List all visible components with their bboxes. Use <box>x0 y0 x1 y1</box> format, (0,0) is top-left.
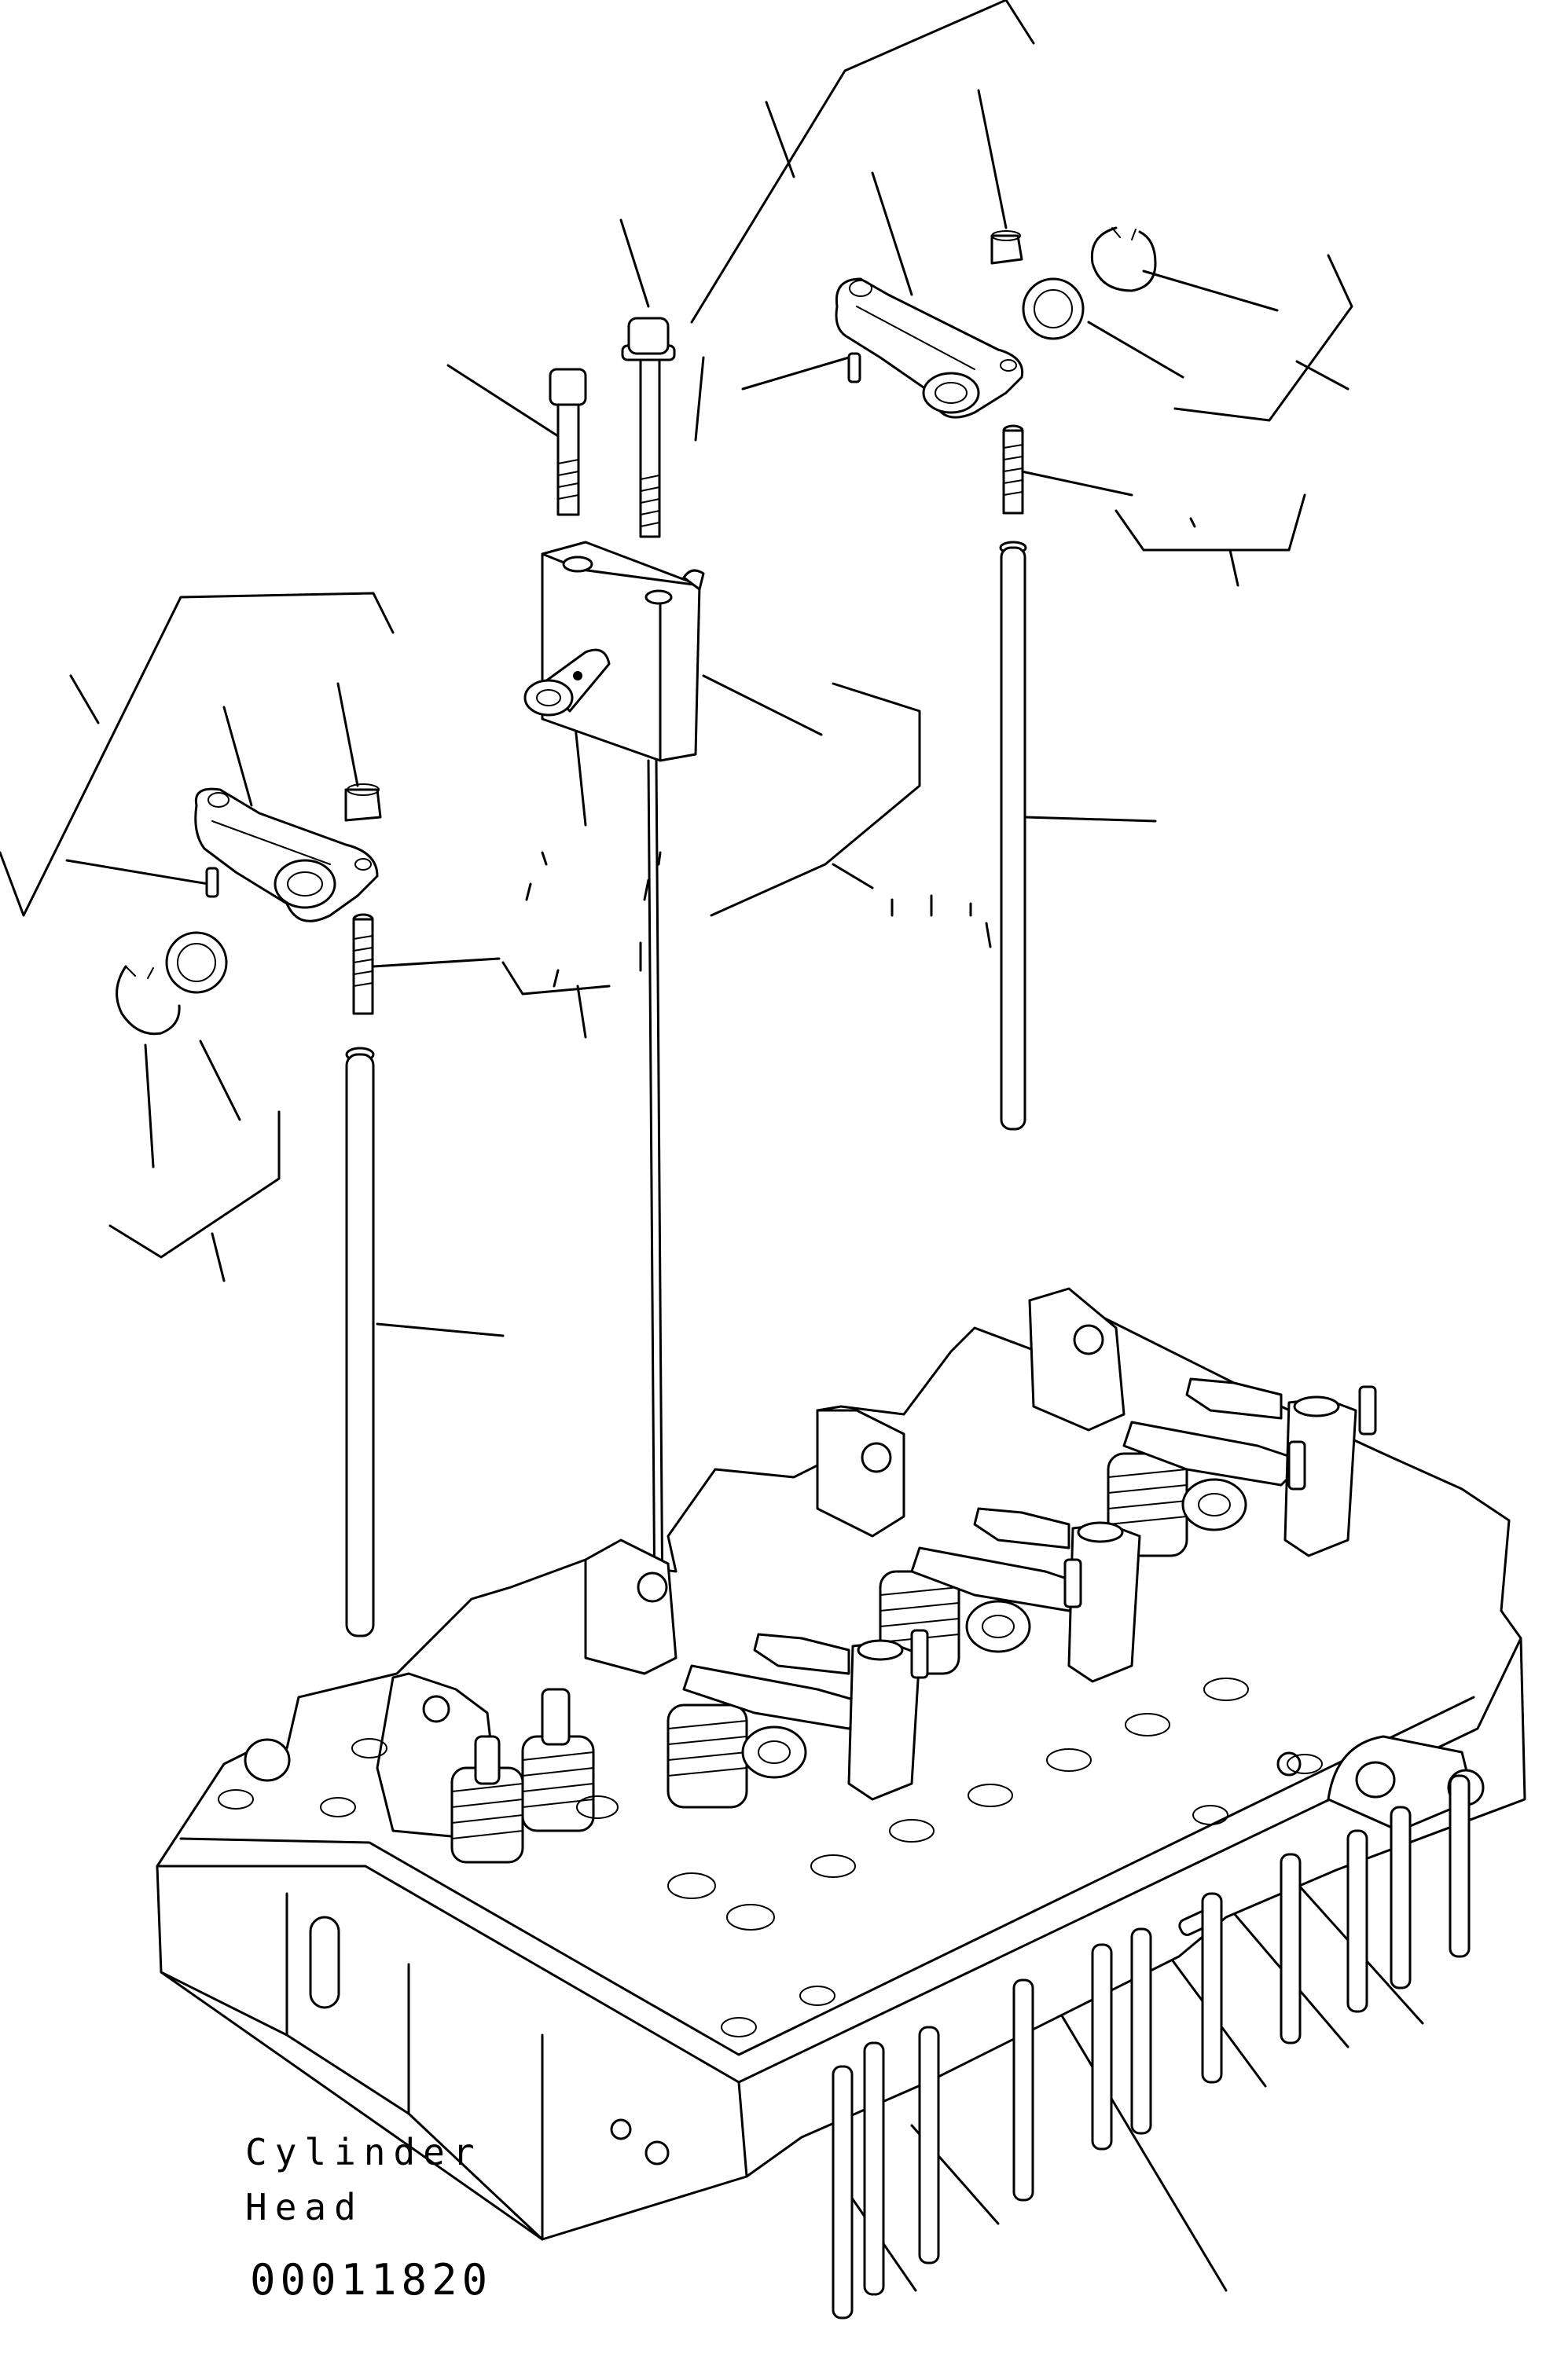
rocker-shaft-bracket <box>523 541 705 762</box>
washer-left <box>165 931 228 994</box>
rocker-arm-left <box>194 787 379 922</box>
washer-right <box>1022 277 1085 340</box>
adjusting-screw-right <box>1002 424 1024 515</box>
lock-nut-left <box>344 783 382 822</box>
callout-leader-lines <box>0 0 1424 2292</box>
deck-ports <box>218 1678 1323 2037</box>
cylinder-head <box>156 1287 1526 2319</box>
adjusting-screw-left <box>352 913 374 1015</box>
lock-nut-right <box>990 230 1023 265</box>
long-bolt <box>621 317 676 538</box>
rocker-pin-left <box>205 867 219 898</box>
push-rod-left <box>345 1047 375 1637</box>
label-block: Cylinder Head 00011820 <box>245 2131 492 2305</box>
callout-ticks <box>525 851 972 988</box>
snap-ring-right <box>1090 226 1157 292</box>
push-rod-right <box>999 541 1027 1131</box>
rocker-arm-right <box>835 277 1024 419</box>
snap-ring-left <box>116 965 181 1036</box>
short-bolt <box>549 368 587 516</box>
push-rods-below <box>832 1774 1471 2319</box>
installed-rockers <box>682 1377 1377 1801</box>
drawing-code: 00011820 <box>250 2255 492 2305</box>
rocker-pin-right <box>847 352 861 383</box>
label-line-1: Cylinder <box>245 2131 483 2173</box>
label-line-2: Head <box>245 2186 364 2228</box>
